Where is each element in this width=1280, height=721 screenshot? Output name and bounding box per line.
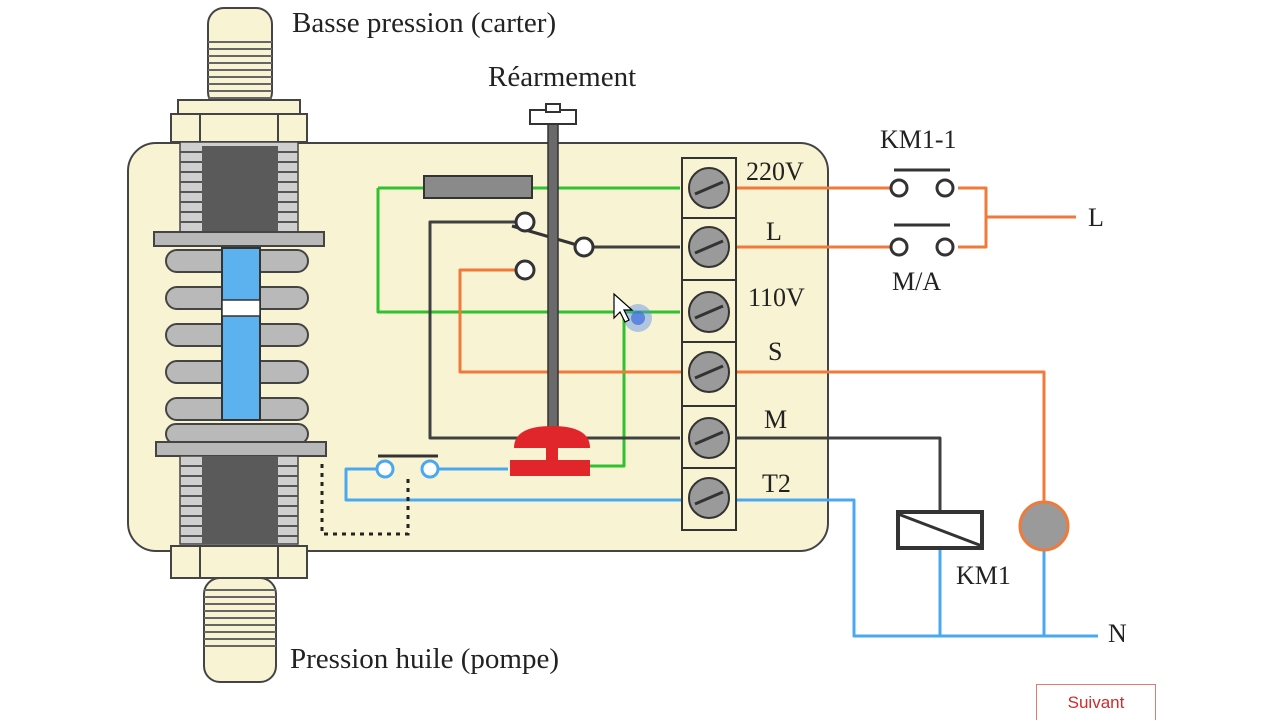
- oil-pressure-label: Pression huile (pompe): [290, 643, 559, 675]
- terminal-label-t2: T2: [762, 469, 791, 498]
- km1-1-label: KM1-1: [880, 125, 957, 154]
- reset-mechanism: [510, 426, 590, 476]
- m-a-label: M/A: [892, 267, 941, 296]
- wire-blue-t2: [344, 467, 1098, 638]
- km1-coil: [896, 510, 984, 550]
- terminal-label-110v: 110V: [748, 283, 805, 312]
- wire-orange-line: [958, 186, 1076, 249]
- terminal-label-220v: 220V: [746, 157, 804, 186]
- m-a-switch: [889, 223, 955, 257]
- line-n-label: N: [1108, 619, 1127, 648]
- km1-1-contact: [889, 168, 955, 198]
- reset-label: Réarmement: [488, 61, 636, 93]
- wire-orange-s: [458, 268, 1046, 504]
- km1-label: KM1: [956, 561, 1011, 590]
- terminal-label-l: L: [766, 217, 782, 246]
- oil-pressure-contact: [375, 454, 440, 479]
- terminal-block: [681, 157, 737, 531]
- terminal-label-s: S: [768, 337, 782, 366]
- wire-green-left: [376, 188, 680, 314]
- cursor-icon: [613, 292, 652, 332]
- heater-element: [423, 175, 533, 199]
- terminal-label-m: M: [764, 405, 787, 434]
- pressure-bellows-assembly: [153, 7, 327, 683]
- wire-green-heater: [588, 312, 626, 468]
- indicator-lamp: [1018, 500, 1070, 552]
- wire-dark-m: [736, 436, 942, 512]
- low-pressure-label: Basse pression (carter): [292, 7, 556, 39]
- line-l-label: L: [1088, 203, 1104, 232]
- next-button[interactable]: Suivant: [1036, 684, 1156, 720]
